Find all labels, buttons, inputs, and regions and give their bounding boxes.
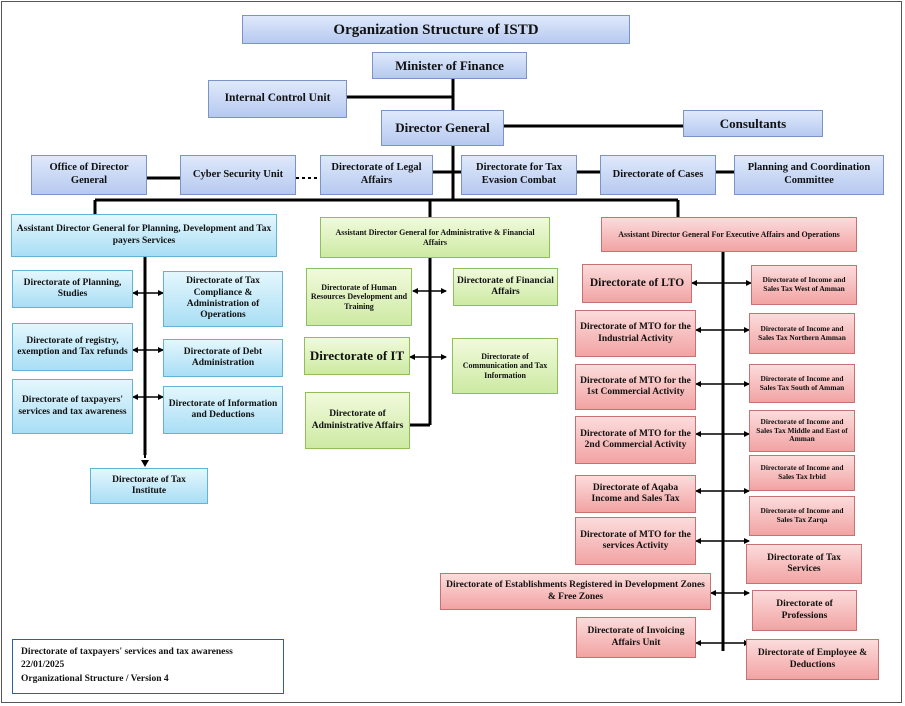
directorate-employee-deductions: Directorate of Employee & Deductions <box>746 639 879 680</box>
footer-line-1: Directorate of taxpayers' services and t… <box>21 647 233 657</box>
footer-line-2: 22/01/2025 <box>21 660 65 671</box>
directorate-irbid: Directorate of Income and Sales Tax Irbi… <box>749 455 855 491</box>
directorate-of-cases: Directorate of Cases <box>600 155 716 195</box>
footer-line-3: Organizational Structure / Version 4 <box>21 673 169 684</box>
directorate-middle-east-amman: Directorate of Income and Sales Tax Midd… <box>749 410 855 452</box>
adg-planning-development: Assistant Director General for Planning,… <box>11 214 277 257</box>
directorate-mto-industrial: Directorate of MTO for the Industrial Ac… <box>575 310 696 357</box>
directorate-tax-services: Directorate of Tax Services <box>746 544 862 584</box>
cyber-security-unit: Cyber Security Unit <box>180 155 296 195</box>
footer-note: Directorate of taxpayers' services and t… <box>12 639 284 694</box>
directorate-human-resources: Directorate of Human Resources Developme… <box>306 268 412 326</box>
directorate-communication-tax-info: Directorate of Communication and Tax Inf… <box>452 338 558 394</box>
directorate-debt-administration: Directorate of Debt Administration <box>163 339 283 377</box>
directorate-establishments-zones: Directorate of Establishments Registered… <box>440 573 711 610</box>
directorate-information-deductions: Directorate of Information and Deduction… <box>163 386 283 434</box>
directorate-invoicing-affairs: Directorate of Invoicing Affairs Unit <box>576 617 696 658</box>
minister-of-finance: Minister of Finance <box>372 52 527 79</box>
directorate-west-amman: Directorate of Income and Sales Tax West… <box>751 265 857 305</box>
directorate-planning-studies: Directorate of Planning, Studies <box>12 270 133 308</box>
directorate-administrative-affairs: Directorate of Administrative Affairs <box>305 392 410 449</box>
planning-coordination-committee: Planning and Coordination Committee <box>734 155 884 195</box>
directorate-tax-compliance: Directorate of Tax Compliance & Administ… <box>163 271 283 327</box>
directorate-registry-exemption: Directorate of registry, exemption and T… <box>12 323 133 371</box>
directorate-professions: Directorate of Professions <box>752 590 857 631</box>
directorate-mto-first-commercial: Directorate of MTO for the 1st Commercia… <box>575 364 696 410</box>
directorate-south-amman: Directorate of Income and Sales Tax Sout… <box>749 364 855 403</box>
directorate-north-amman: Directorate of Income and Sales Tax Nort… <box>749 313 855 354</box>
directorate-lto: Directorate of LTO <box>582 264 692 303</box>
directorate-zarqa: Directorate of Income and Sales Tax Zarq… <box>749 496 855 536</box>
adg-administrative-financial: Assistant Director General for Administr… <box>320 217 550 258</box>
directorate-taxpayers-services: Directorate of taxpayers' services and t… <box>12 379 133 434</box>
consultants: Consultants <box>683 110 823 137</box>
directorate-tax-evasion-combat: Directorate for Tax Evasion Combat <box>461 155 577 195</box>
adg-executive-operations: Assistant Director General For Executive… <box>601 217 857 252</box>
directorate-tax-institute: Directorate of Tax Institute <box>90 468 208 504</box>
director-general: Director General <box>381 110 504 146</box>
directorate-aqaba: Directorate of Aqaba Income and Sales Ta… <box>575 475 696 513</box>
directorate-mto-second-commercial: Directorate of MTO for the 2nd Commercia… <box>575 416 696 464</box>
directorate-of-it: Directorate of IT <box>304 337 410 375</box>
chart-title: Organization Structure of ISTD <box>242 15 630 44</box>
office-of-director-general: Office of Director General <box>31 155 147 195</box>
directorate-financial-affairs: Directorate of Financial Affairs <box>453 268 558 306</box>
internal-control-unit: Internal Control Unit <box>208 80 347 118</box>
directorate-legal-affairs: Directorate of Legal Affairs <box>320 155 433 195</box>
directorate-mto-services: Directorate of MTO for the services Acti… <box>575 517 696 565</box>
